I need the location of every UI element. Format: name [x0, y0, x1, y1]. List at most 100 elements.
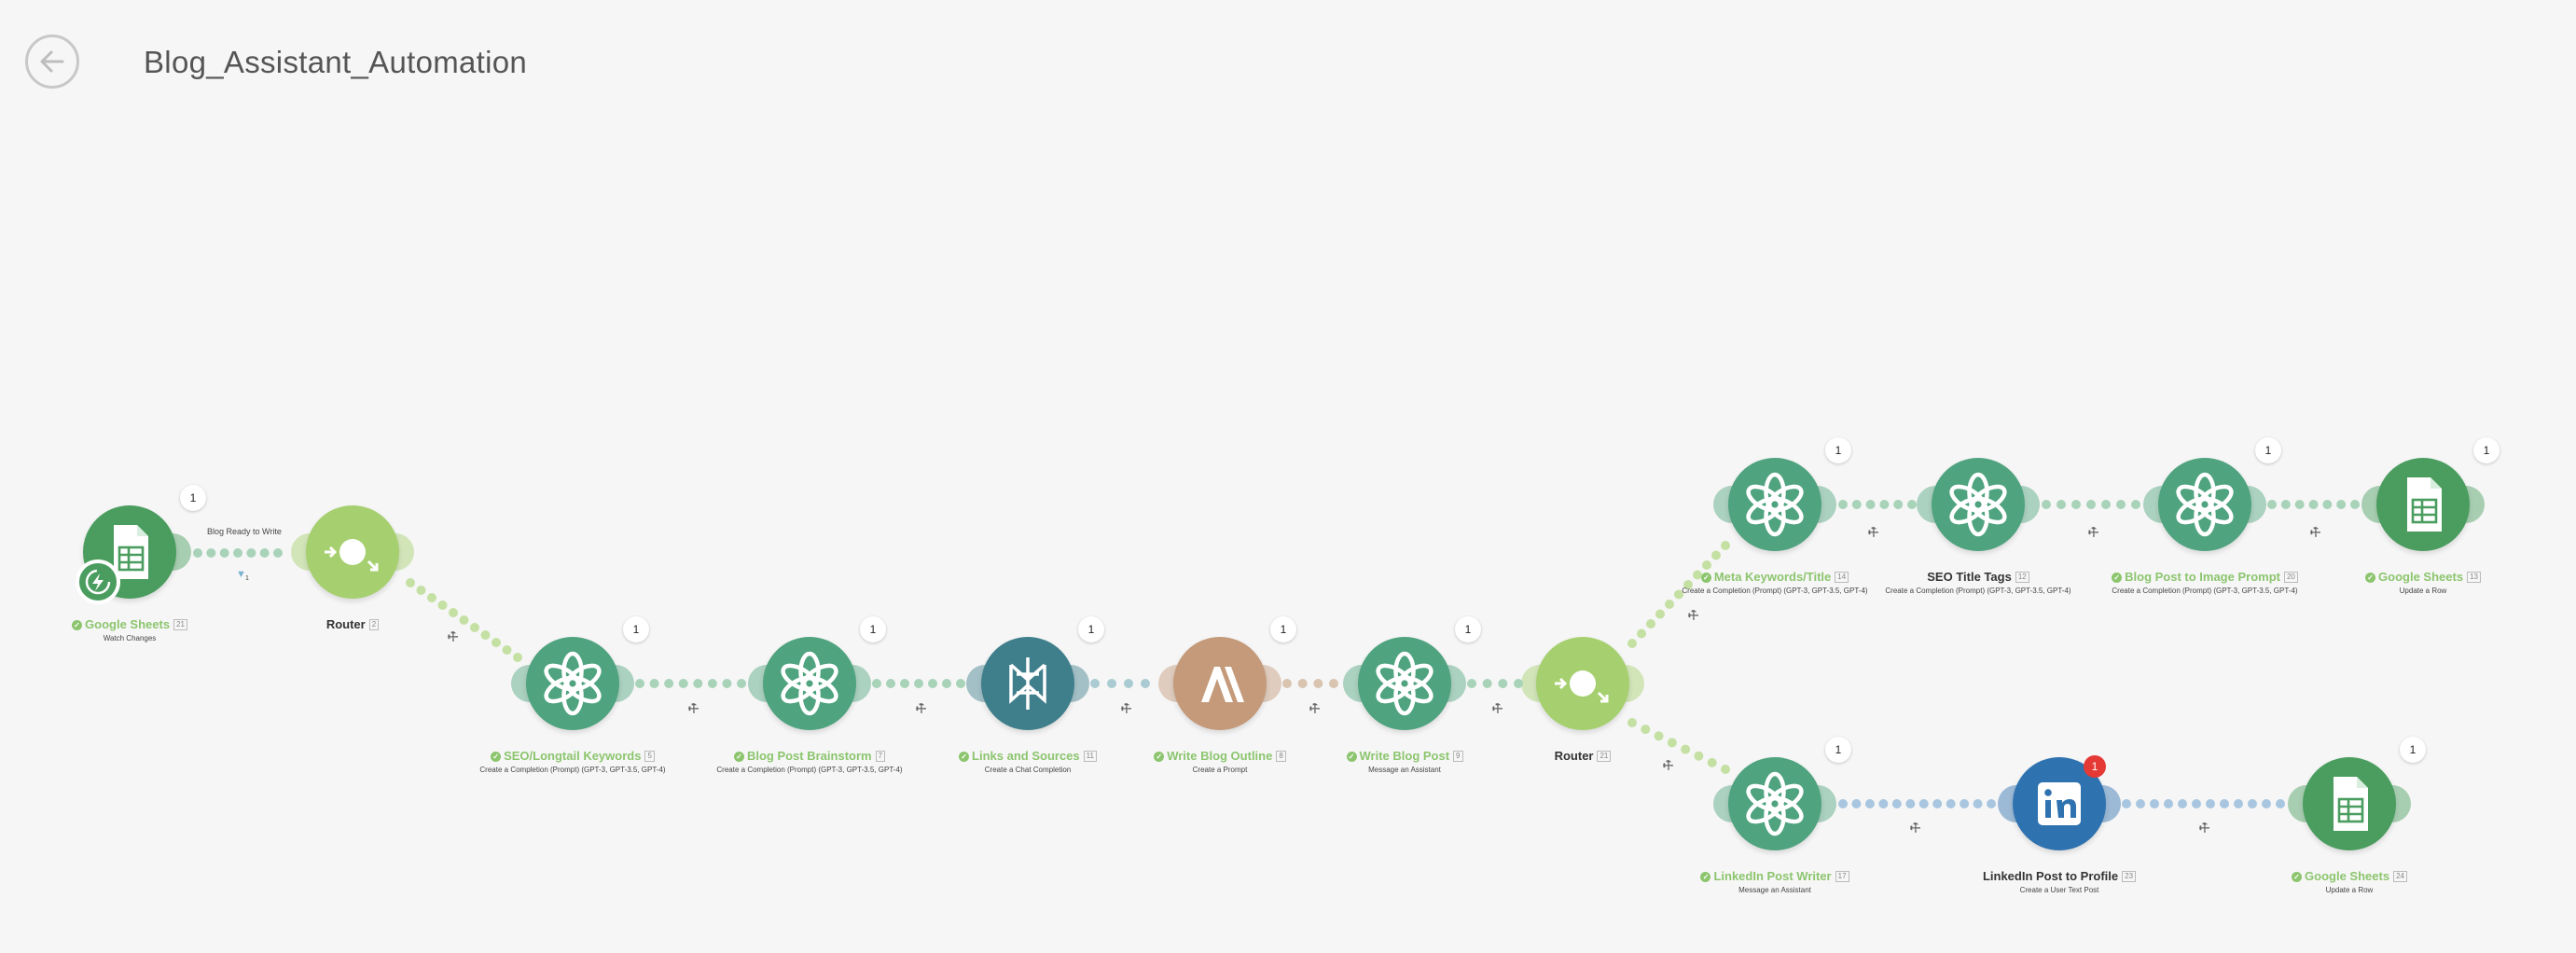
connection-dot [259, 548, 270, 558]
operations-count-badge[interactable]: 1 [2400, 737, 2426, 763]
connection-dot [1107, 679, 1116, 688]
module-title-text: SEO Title Tags [1927, 570, 2012, 584]
module-links-sources[interactable] [966, 637, 1089, 730]
connection-dot [693, 679, 703, 688]
connection-dot [427, 593, 436, 602]
connection-dot [206, 548, 216, 558]
connection-outline-write[interactable] [1282, 679, 1338, 688]
error-count-badge[interactable]: 1 [2084, 755, 2106, 778]
connection-dot [1693, 570, 1702, 580]
connection-dot [2336, 500, 2347, 509]
instant-trigger-icon[interactable] [76, 559, 120, 604]
module-image-prompt[interactable] [2143, 458, 2266, 551]
openai-icon [1376, 651, 1433, 716]
operations-count-badge[interactable]: 1 [1078, 616, 1104, 642]
module-meta-keywords[interactable] [1713, 458, 1836, 551]
connection-dot [1646, 619, 1655, 628]
connection-imageprompt-sheets[interactable] [2267, 500, 2360, 509]
module-title-text: LinkedIn Post to Profile [1982, 869, 2119, 883]
module-seo-title-tags[interactable] [1917, 458, 2040, 551]
connection-dot [942, 679, 951, 688]
connection-router-linkedin[interactable] [1627, 718, 1730, 774]
connection-brainstorm-links[interactable] [872, 679, 965, 688]
openai-icon [1949, 472, 2007, 537]
module-linkedin-writer[interactable] [1713, 757, 1836, 850]
connection-linkedin-sheets[interactable] [2122, 799, 2285, 808]
connection-router-seo[interactable] [406, 578, 522, 662]
module-write-post[interactable] [1343, 637, 1466, 730]
connection-dot [2220, 799, 2229, 808]
operations-count-badge[interactable]: 1 [860, 616, 886, 642]
success-check-icon: ✓ [959, 752, 970, 762]
operations-count-badge[interactable]: 1 [623, 616, 649, 642]
connection-dot [1946, 799, 1956, 808]
connection-links-outline[interactable] [1090, 679, 1150, 688]
connection-dot [1627, 639, 1637, 648]
connection-dot [480, 630, 491, 640]
operations-count-badge[interactable]: 1 [1825, 737, 1851, 763]
module-router-1[interactable] [291, 505, 414, 599]
connection-dot [2248, 799, 2257, 808]
connection-dot [2322, 500, 2333, 509]
module-sheets-update-1[interactable] [2361, 458, 2485, 551]
module-index: 11 [1083, 751, 1097, 762]
module-sheets-update-2[interactable] [2288, 757, 2411, 850]
module-title-text: Links and Sources [972, 749, 1080, 763]
module-title-text: Google Sheets [85, 617, 171, 631]
module-outline[interactable] [1158, 637, 1281, 730]
module-title-text: Blog Post Brainstorm [746, 749, 872, 763]
module-index: 13 [2467, 572, 2481, 583]
connection-dot [1694, 751, 1704, 761]
operations-count-badge[interactable]: 1 [2255, 437, 2281, 463]
connection-dot [2042, 500, 2051, 509]
operations-count-badge[interactable]: 1 [1825, 437, 1851, 463]
operations-count-badge[interactable]: 1 [1270, 616, 1296, 642]
module-seo-keywords[interactable] [511, 637, 634, 730]
connection-dot [416, 586, 426, 595]
operations-count-badge[interactable]: 1 [2473, 437, 2500, 463]
connection-dot [664, 679, 674, 688]
success-check-icon: ✓ [72, 620, 83, 630]
connection-dot [1665, 600, 1674, 609]
module-title-text: Google Sheets [2305, 869, 2390, 883]
module-brainstorm[interactable] [748, 637, 871, 730]
back-button[interactable] [25, 35, 79, 89]
openai-icon [1746, 771, 1804, 836]
module-router-2[interactable] [1521, 637, 1644, 730]
filter-icon[interactable]: ▼ [236, 569, 246, 580]
module-action-subtitle: Create a Chat Completion [984, 766, 1072, 774]
connection-dot [193, 548, 202, 558]
connection-dot [2178, 799, 2187, 808]
connection-seo-brainstorm[interactable] [635, 679, 746, 688]
operations-count-badge[interactable]: 1 [1455, 616, 1481, 642]
operations-count-badge[interactable]: 1 [180, 485, 206, 511]
connection-meta-titletags[interactable] [1838, 500, 1917, 509]
connection-sheets-router[interactable] [193, 548, 283, 558]
connection-write-router[interactable] [1467, 679, 1523, 688]
module-action-subtitle: Create a User Text Post [2019, 886, 2099, 894]
connection-linkedinwriter-linkedin[interactable] [1838, 799, 1996, 808]
connection-titletags-imageprompt[interactable] [2042, 500, 2140, 509]
connection-dot [2057, 500, 2066, 509]
connection-router-meta[interactable] [1627, 541, 1730, 648]
connection-dot [1467, 679, 1476, 688]
module-index: 8 [1276, 751, 1286, 762]
filter-label[interactable]: Blog Ready to Write [207, 527, 282, 536]
